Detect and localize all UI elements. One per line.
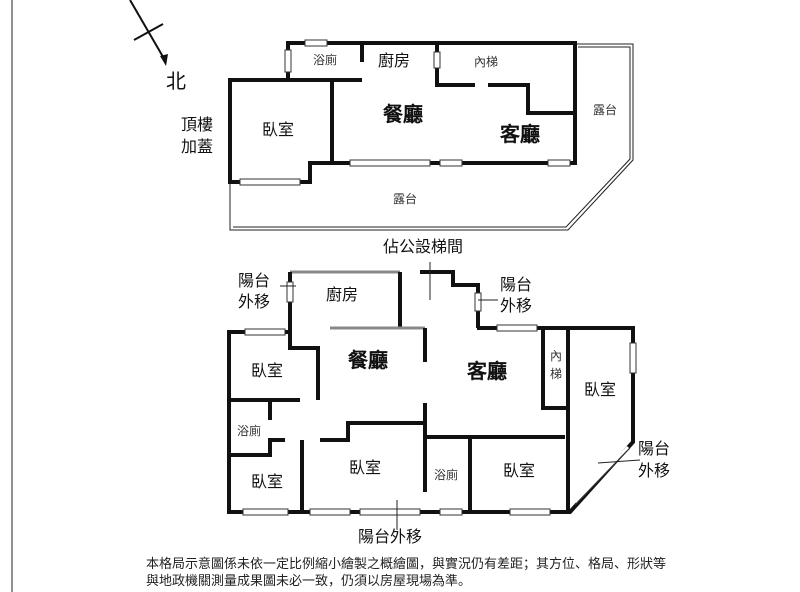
terrace-bottom-label: 露台 [393,192,418,206]
upper-bath-label: 浴廁 [313,53,338,67]
bath-middle-label: 浴廁 [434,468,459,482]
north-label: 北 [166,69,186,93]
upper-dining-label: 餐廳 [383,102,423,126]
public-stairs-label: 佔公設梯間 [383,237,464,256]
disclaimer-text: 本格局示意圖係未依一定比例縮小繪製之概繪圖，與實況仍有差距；其方位、格局、形狀等… [146,557,667,589]
lower-kitchen-label: 廚房 [326,285,359,304]
terrace-outline [229,43,634,231]
balcony-left-label-2: 外移 [238,292,271,311]
lower-floor-plan [227,262,641,530]
balcony-right-label-1: 陽台 [638,439,671,458]
balcony-right-label-2: 外移 [638,461,671,480]
upper-floor-plan [228,39,634,231]
bedroom-lower-right-label: 臥室 [503,461,536,480]
upper-living-label: 客廳 [500,122,540,146]
upper-stairs-label: 內梯 [474,55,499,69]
lower-stairs-label-1: 內 [550,349,563,363]
lower-dining-label: 餐廳 [348,348,388,372]
terrace-right-label: 露台 [593,103,618,117]
upper-kitchen-label: 廚房 [378,51,411,70]
rooftop-addition-label-1: 頂樓 [181,115,214,134]
bedroom-lower-left-label: 臥室 [251,472,284,491]
balcony-bottom-label: 陽台外移 [358,527,423,546]
lower-living-label: 客廳 [467,359,507,383]
bedroom-middle-label: 臥室 [349,458,382,477]
upper-bedroom-label: 臥室 [262,120,295,139]
lower-stairs-label-2: 梯 [550,367,563,381]
balcony-top-label-1: 陽台 [500,275,533,294]
balcony-left-label-1: 陽台 [238,271,271,290]
rooftop-addition-label-2: 加蓋 [181,137,214,156]
balcony-top-label-2: 外移 [500,296,533,315]
bedroom-right-label: 臥室 [584,380,617,399]
north-arrow-icon [129,0,168,66]
bath-left-label: 浴廁 [237,424,262,438]
bedroom-upper-left-label: 臥室 [251,361,284,380]
